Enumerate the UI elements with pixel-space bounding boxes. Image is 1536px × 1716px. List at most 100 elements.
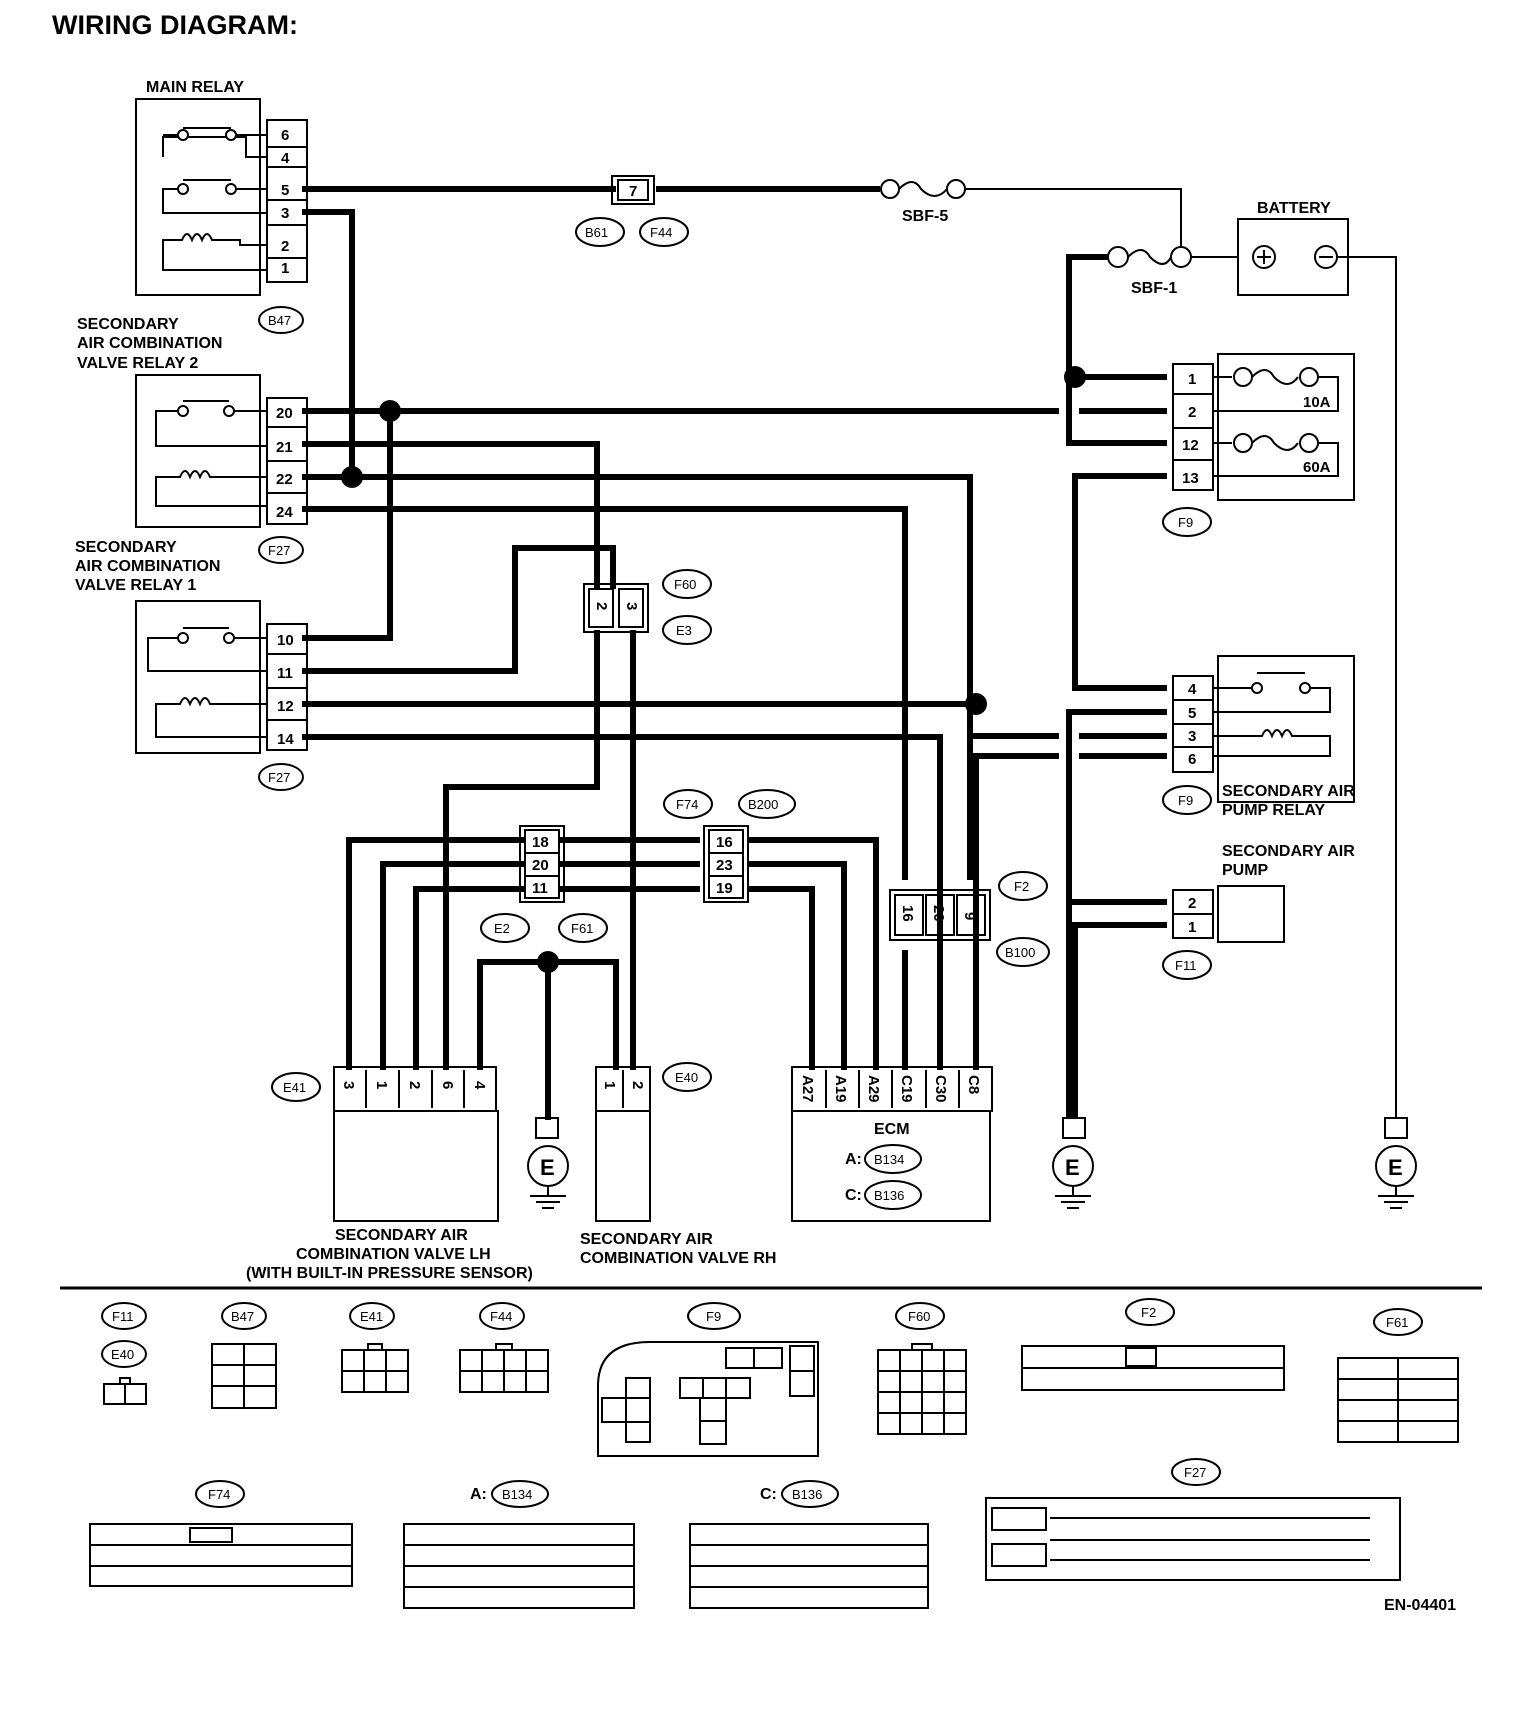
pin-label: 6: [1188, 751, 1196, 768]
relay-contact-icon: [1213, 672, 1331, 713]
pin-label: 1: [1188, 919, 1196, 936]
pin-label: 3: [1188, 728, 1196, 745]
pump-relay-label-line1: SECONDARY AIR: [1222, 783, 1355, 800]
ecm: A27 A19 A29 C19 C30 C8 ECM A: B134 C: B1…: [791, 1066, 993, 1222]
pin-label: 18: [532, 834, 549, 851]
joint-f2-b100: 16 20 9 F2 B100: [889, 871, 1050, 967]
relay-contact-icon: [162, 179, 267, 214]
valve-rh-label-line2: COMBINATION VALVE RH: [580, 1250, 776, 1267]
connector-tag-b61: [575, 217, 625, 247]
valve-lh-label-line1: SECONDARY AIR: [335, 1227, 468, 1244]
relay2-label-line3: VALVE RELAY 2: [77, 355, 198, 372]
connector-face: [1337, 1357, 1459, 1443]
ecm-label: ECM: [874, 1121, 910, 1138]
valve-lh-label-line3: (WITH BUILT-IN PRESSURE SENSOR): [246, 1265, 533, 1282]
fuse-label: SBF-5: [902, 208, 948, 225]
pin-label: 12: [277, 698, 294, 715]
connector-view-tag: [1373, 1308, 1423, 1336]
relay-coil-icon: [155, 470, 267, 507]
connector-view-prefix: C:: [760, 1486, 777, 1503]
pin-label: 3: [340, 1081, 357, 1089]
ground-label: E: [1065, 1155, 1080, 1180]
relay2-label-line1: SECONDARY: [77, 316, 179, 333]
pin-label: A19: [832, 1075, 849, 1103]
connector-tag-text: B47: [231, 1309, 254, 1324]
connector-face: [403, 1523, 635, 1609]
pin-label: 2: [1188, 895, 1196, 912]
pin-label: C8: [965, 1075, 982, 1094]
connector-view-tag: [221, 1302, 267, 1330]
connector-tag-text: F11: [112, 1309, 133, 1324]
connector-view-tag: [491, 1480, 549, 1508]
pin-label: 1: [1188, 371, 1196, 388]
connector-views: F11 E40 B47 E41 F44 F9 F60: [89, 1298, 1459, 1609]
pin-label: 2: [406, 1081, 423, 1089]
connector-tag-text: B200: [748, 797, 778, 812]
pin-label: 19: [716, 880, 733, 897]
pin-label: 6: [281, 127, 289, 144]
secondary-air-combination-valve-rh: E40 1 2 SECONDARY AIR COMBINATION VALVE …: [580, 1062, 776, 1267]
connector-tag-text: B136: [792, 1487, 822, 1502]
connector-tag-text: F61: [571, 921, 593, 936]
connector-tag-e41: [271, 1072, 321, 1102]
connector-tag-text: F60: [674, 577, 696, 592]
pin-label: 3: [623, 602, 640, 610]
battery-label: BATTERY: [1257, 200, 1331, 217]
relay-contact-icon: [147, 627, 267, 672]
connector-view-tag: [781, 1480, 839, 1508]
battery: BATTERY: [1237, 200, 1349, 296]
pump-label-line1: SECONDARY AIR: [1222, 843, 1355, 860]
connector-tag-e2: [480, 913, 530, 943]
connector-tag-text: E40: [111, 1347, 134, 1362]
connector-tag-e40: [662, 1062, 712, 1092]
pin-label: 9: [961, 912, 978, 920]
pin-label: 20: [532, 857, 549, 874]
joint-e2-f61: 18 20 11 E2 F61: [480, 825, 608, 943]
connector-tag-text: F9: [1178, 793, 1193, 808]
connector-view-prefix: A:: [470, 1486, 487, 1503]
connector-view-tag: [895, 1302, 945, 1330]
relay-coil-icon: [155, 697, 267, 738]
main-relay-pins: 6 4 5 3 2 1: [267, 127, 307, 277]
connector-tag-f9: [1162, 785, 1212, 815]
connector-tag-text: F44: [650, 225, 672, 240]
connector-tag-text: E41: [283, 1080, 306, 1095]
connector-tag-e3: [662, 615, 712, 645]
connector-tag-f61: [558, 913, 608, 943]
connector-tag-text: F11: [1175, 958, 1196, 973]
pin-label: 2: [281, 238, 289, 255]
connector-tag-text: E41: [360, 1309, 383, 1324]
connector-face: [89, 1523, 353, 1587]
connector-tag-text: E3: [676, 623, 692, 638]
junction-dots: [341, 366, 1086, 973]
pin-label: 3: [281, 205, 289, 222]
pin-label: 11: [277, 665, 293, 682]
relay1-label-line3: VALVE RELAY 1: [75, 577, 196, 594]
joint-f74-b200: 16 23 19 F74 B200: [663, 789, 796, 903]
connector-tag-text: F9: [1178, 515, 1193, 530]
ground-icon: E: [527, 1117, 569, 1209]
connector-face: [341, 1343, 409, 1393]
connector-tag-b134: [864, 1144, 922, 1174]
connector-tag-text: B134: [502, 1487, 532, 1502]
pump-label-line2: PUMP: [1222, 862, 1269, 879]
relay1-label-line2: AIR COMBINATION: [75, 558, 220, 575]
pin-label: 1: [601, 1081, 618, 1089]
connector-tag-text: B61: [585, 225, 608, 240]
connector-face: [1021, 1345, 1285, 1391]
connector-face: [459, 1343, 549, 1393]
fuse-sbf1: SBF-1: [1107, 246, 1192, 297]
pin-label: 12: [1182, 437, 1199, 454]
pin-label: 2: [593, 602, 610, 610]
pin-label: 16: [716, 834, 733, 851]
main-relay-label: MAIN RELAY: [146, 79, 244, 96]
pin-label: C19: [898, 1075, 915, 1103]
connector-tag-f60: [662, 569, 712, 599]
connector-tag-text: F44: [490, 1309, 512, 1324]
connector-tag-f9: [1162, 507, 1212, 537]
connector-tag-f27: [258, 763, 304, 791]
connector-tag-text: B134: [874, 1152, 904, 1167]
pin-label: A29: [865, 1075, 882, 1103]
ecm-conn-prefix: C:: [845, 1187, 862, 1204]
